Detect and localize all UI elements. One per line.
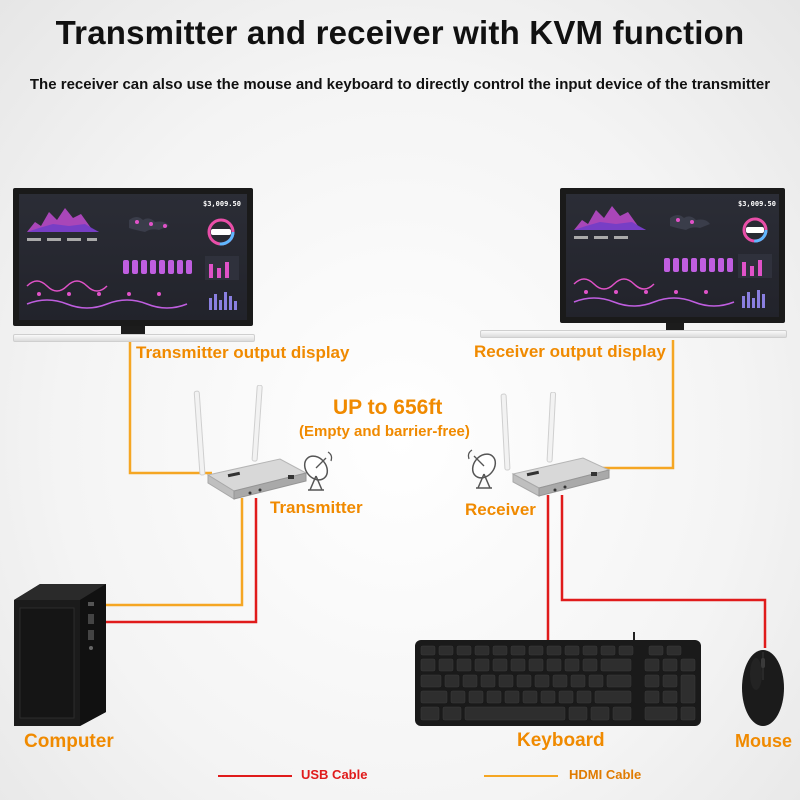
hdmi-cable-transmitter-display (128, 340, 212, 475)
satellite-dish-icon (303, 451, 333, 491)
page-subtitle: The receiver can also use the mouse and … (29, 76, 771, 93)
receiver-device (500, 392, 611, 497)
usb-cable-computer (104, 498, 258, 624)
range-distance: UP to 656ft (333, 396, 443, 419)
legend-hdmi-label: HDMI Cable (569, 767, 642, 782)
hdmi-cable-receiver-display (590, 340, 675, 470)
page-title: Transmitter and receiver with KVM functi… (55, 14, 745, 51)
dashboard-price: $3,009.50 (203, 200, 241, 208)
legend-usb-label: USB Cable (301, 767, 368, 782)
antenna-icon (251, 385, 263, 462)
computer-tower (14, 584, 106, 726)
antenna-icon (193, 390, 206, 476)
keyboard-label: Keyboard (517, 730, 605, 751)
antenna-icon (500, 393, 511, 471)
transmitter-device (193, 385, 308, 500)
transmitter-label: Transmitter (270, 498, 363, 517)
computer-label: Computer (24, 731, 114, 752)
hdmi-cable-computer (104, 498, 244, 607)
satellite-dish-icon (467, 449, 497, 489)
antenna-icon (546, 392, 557, 463)
dashboard-screen: $3,009.50 (566, 194, 779, 317)
receiver-display: $3,009.50 (480, 188, 787, 340)
dashboard-graphic (573, 206, 772, 308)
dashboard-graphic (26, 208, 239, 310)
mouse (742, 650, 784, 726)
keyboard (415, 632, 701, 726)
mouse-label: Mouse (735, 731, 793, 751)
dashboard-screen: $3,009.50 (19, 194, 247, 320)
transmitter-display: $3,009.50 (13, 188, 255, 342)
usb-cable-mouse (560, 495, 767, 648)
dashboard-price: $3,009.50 (738, 200, 776, 208)
receiver-label: Receiver (465, 500, 536, 519)
range-note: (Empty and barrier-free) (299, 423, 470, 440)
receiver-display-label: Receiver output display (474, 342, 666, 361)
transmitter-display-label: Transmitter output display (136, 343, 350, 362)
